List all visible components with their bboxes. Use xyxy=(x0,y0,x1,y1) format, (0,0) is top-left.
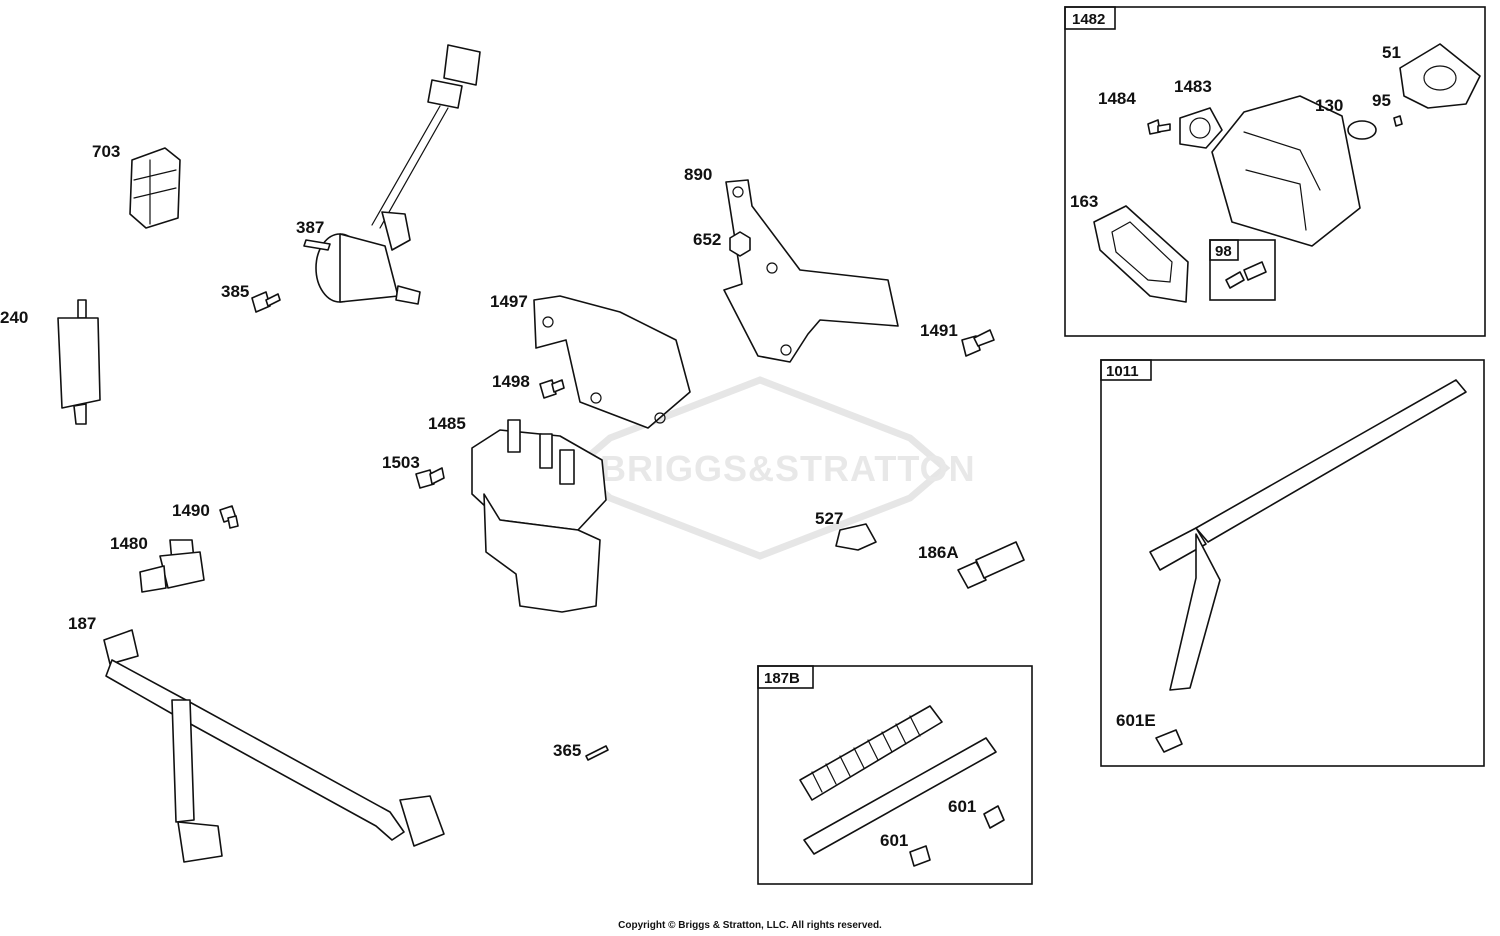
part-1491-bolt[interactable] xyxy=(961,329,995,357)
part-1480-fuel-injector[interactable] xyxy=(139,539,205,593)
part-601-clamp-b[interactable] xyxy=(909,845,931,867)
part-1483-adapter[interactable] xyxy=(1179,107,1223,149)
box-1482-label: 1482 xyxy=(1072,11,1105,28)
part-163-gasket[interactable] xyxy=(1093,205,1189,303)
callout-703: 703 xyxy=(92,142,120,161)
part-1490-bolt[interactable] xyxy=(219,505,239,529)
part-240-fuel-filter[interactable] xyxy=(57,299,101,425)
box-98-label: 98 xyxy=(1215,243,1232,260)
callout-1484: 1484 xyxy=(1098,89,1136,108)
box-187B-label: 187B xyxy=(764,670,800,687)
part-187B-spring-sleeve[interactable] xyxy=(799,705,943,801)
watermark-text: BRIGGS&STRATTON xyxy=(600,448,976,489)
part-387-fuel-pump[interactable] xyxy=(303,44,481,305)
callout-95: 95 xyxy=(1372,91,1391,110)
part-385-screw[interactable] xyxy=(251,291,281,313)
part-1484-screw[interactable] xyxy=(1147,119,1171,135)
part-95-disc[interactable] xyxy=(1347,115,1403,140)
callout-601E: 601E xyxy=(1116,711,1156,730)
callout-890: 890 xyxy=(684,165,712,184)
callout-51: 51 xyxy=(1382,43,1401,62)
box-1011-label: 1011 xyxy=(1106,363,1139,380)
part-1485-fuel-pump-module[interactable] xyxy=(471,419,607,613)
callout-1485: 1485 xyxy=(428,414,466,433)
part-1011-fuel-tube[interactable] xyxy=(1149,379,1467,691)
callout-240: 240 xyxy=(0,308,28,327)
part-890-bracket[interactable] xyxy=(723,179,899,363)
callout-527: 527 xyxy=(815,509,843,528)
part-1503-bolt[interactable] xyxy=(415,467,445,489)
part-187-fuel-line[interactable] xyxy=(103,629,445,863)
part-652-nut[interactable] xyxy=(729,231,751,257)
box-98: 98 xyxy=(1209,239,1276,301)
callout-365: 365 xyxy=(553,741,581,760)
callout-1483: 1483 xyxy=(1174,77,1212,96)
part-1498-bolt[interactable] xyxy=(539,379,565,399)
callout-387: 387 xyxy=(296,218,324,237)
part-1497-bracket[interactable] xyxy=(533,295,691,429)
box-187B: 187B 601 601 xyxy=(757,665,1033,885)
callout-1498: 1498 xyxy=(492,372,530,391)
callout-1490: 1490 xyxy=(172,501,210,520)
callout-1497: 1497 xyxy=(490,292,528,311)
part-527-clip[interactable] xyxy=(835,523,877,551)
callout-1491: 1491 xyxy=(920,321,958,340)
callout-385: 385 xyxy=(221,282,249,301)
callout-652: 652 xyxy=(693,230,721,249)
part-365-pin[interactable] xyxy=(585,745,609,761)
callout-1480: 1480 xyxy=(110,534,148,553)
callout-130: 130 xyxy=(1315,96,1343,115)
callout-186A: 186A xyxy=(918,543,959,562)
copyright-footer: Copyright © Briggs & Stratton, LLC. All … xyxy=(618,920,882,931)
part-187B-hose[interactable] xyxy=(803,737,997,855)
part-98-screw-spring[interactable] xyxy=(1225,261,1267,289)
callout-1503: 1503 xyxy=(382,453,420,472)
part-186A-fitting[interactable] xyxy=(957,541,1025,589)
part-130-throttle-body[interactable] xyxy=(1211,95,1361,247)
part-51-gasket[interactable] xyxy=(1399,43,1481,109)
part-703-clip[interactable] xyxy=(129,147,181,229)
part-601E-clamp[interactable] xyxy=(1155,729,1183,753)
part-601-clamp-a[interactable] xyxy=(983,805,1005,829)
callout-601-right: 601 xyxy=(948,797,976,816)
callout-601-left: 601 xyxy=(880,831,908,850)
callout-163: 163 xyxy=(1070,192,1098,211)
callout-187: 187 xyxy=(68,614,96,633)
box-1011: 1011 601E xyxy=(1100,359,1485,767)
box-1482: 1482 51 1484 1483 130 95 1 xyxy=(1064,6,1486,337)
